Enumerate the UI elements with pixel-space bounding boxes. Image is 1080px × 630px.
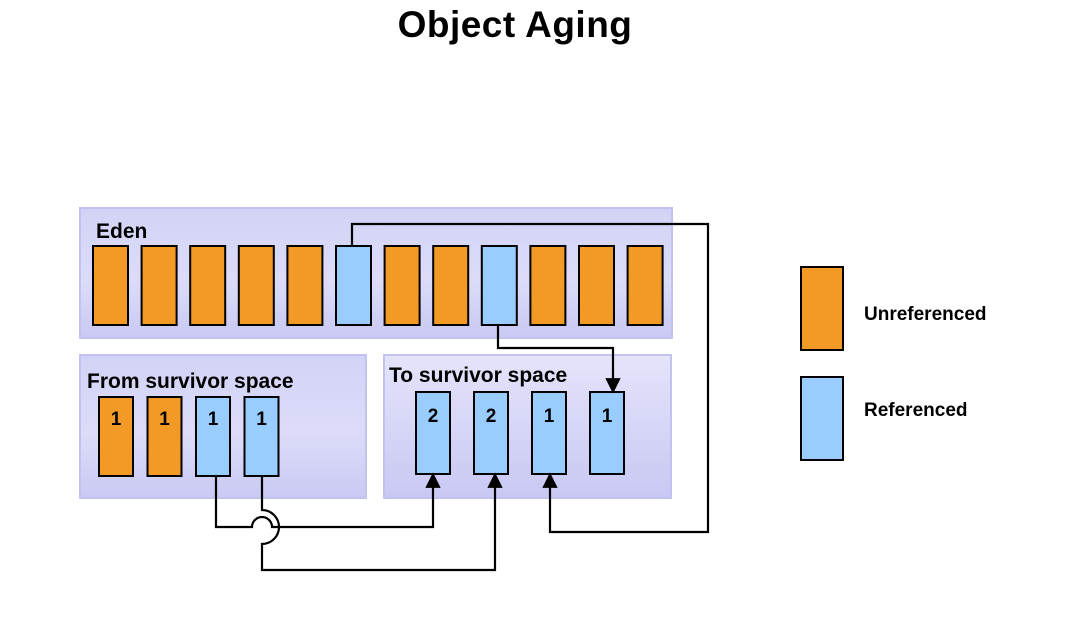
from-survivor-object-1-age: 1 xyxy=(111,409,122,430)
from-survivor-object-3-referenced xyxy=(195,396,231,477)
from-survivor-object-4-referenced xyxy=(243,396,280,477)
eden-object-11-unreferenced xyxy=(578,245,615,326)
to-survivor-object-4-referenced xyxy=(589,391,625,475)
eden-object-1-unreferenced xyxy=(92,245,129,326)
connector-from-3-to-survivor-1 xyxy=(214,472,441,529)
to-survivor-object-2-age: 2 xyxy=(486,406,497,427)
eden-object-12-unreferenced xyxy=(626,245,664,326)
to-survivor-objects: 2 2 1 1 xyxy=(415,391,625,475)
legend-unreferenced-label: Unreferenced xyxy=(864,304,987,325)
from-survivor-object-4-age: 1 xyxy=(256,409,267,430)
eden-label: Eden xyxy=(96,220,147,243)
from-survivor-object-2-unreferenced xyxy=(146,396,183,477)
eden-object-10-unreferenced xyxy=(529,245,567,326)
to-survivor-label: To survivor space xyxy=(389,364,567,387)
eden-object-3-unreferenced xyxy=(189,245,227,326)
to-survivor-object-1-age: 2 xyxy=(428,406,439,427)
legend-unreferenced-swatch xyxy=(800,266,844,351)
from-survivor-label: From survivor space xyxy=(87,370,294,393)
eden-object-5-unreferenced xyxy=(286,245,324,326)
eden-object-4-unreferenced xyxy=(237,245,275,326)
legend-referenced-label: Referenced xyxy=(864,400,968,421)
connector-eden-to-survivor-3 xyxy=(350,222,710,534)
from-survivor-object-1-unreferenced xyxy=(98,396,134,477)
eden-object-8-unreferenced xyxy=(432,245,470,326)
from-survivor-objects: 1 1 1 1 xyxy=(98,396,280,477)
to-survivor-object-3-age: 1 xyxy=(544,406,555,427)
eden-object-2-unreferenced xyxy=(140,245,178,326)
connector-eden-to-survivor-4 xyxy=(496,325,621,394)
eden-object-7-unreferenced xyxy=(383,245,421,326)
from-survivor-object-2-age: 1 xyxy=(159,409,170,430)
from-survivor-object-3-age: 1 xyxy=(208,409,219,430)
legend: Unreferenced Referenced xyxy=(800,266,987,461)
eden-object-6-referenced xyxy=(335,245,372,326)
legend-referenced-swatch xyxy=(800,376,844,461)
diagram-title: Object Aging xyxy=(397,4,633,45)
to-survivor-object-2-referenced xyxy=(473,391,509,475)
eden-objects xyxy=(92,245,664,326)
eden-region xyxy=(79,207,673,339)
to-survivor-object-3-referenced xyxy=(531,391,567,475)
connector-from-4-to-survivor-2 xyxy=(260,472,503,572)
to-survivor-object-1-referenced xyxy=(415,391,451,475)
eden-object-9-referenced xyxy=(480,245,518,326)
to-survivor-object-4-age: 1 xyxy=(602,406,613,427)
